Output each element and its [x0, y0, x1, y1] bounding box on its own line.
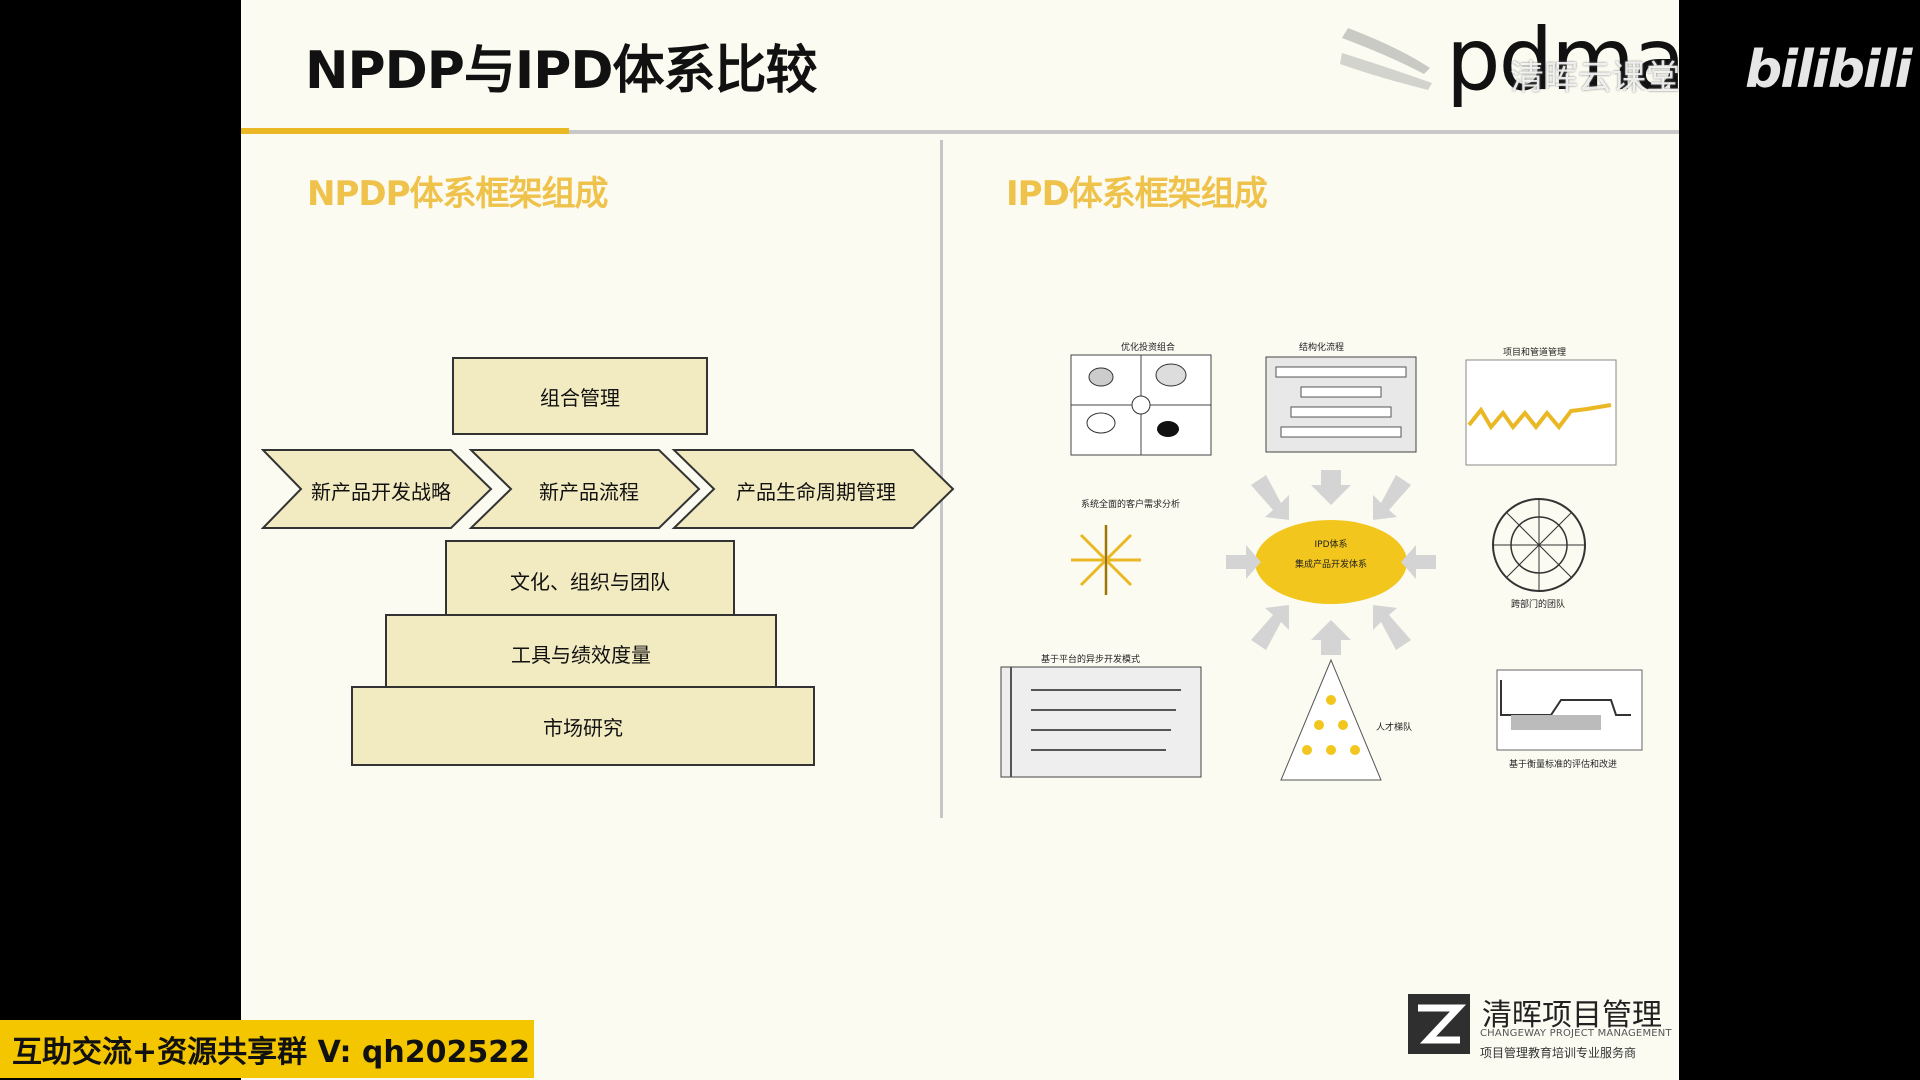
ipd-center: IPD体系 集成产品开发体系 [1226, 470, 1436, 655]
ipd-panel-talent-label: 人才梯队 [1376, 721, 1412, 733]
chevron-shape-strategy [261, 449, 493, 529]
ipd-panel-crossteam: 跨部门的团队 [1492, 498, 1586, 610]
ipd-center-sublabel: 集成产品开发体系 [1295, 558, 1367, 570]
ipd-panel-portfolio: 优化投资组合 [1070, 341, 1212, 456]
culture-team-box: 文化、组织与团队 [445, 540, 735, 620]
chevron-shape-process [468, 449, 701, 529]
ipd-center-label: IPD体系 [1314, 538, 1347, 550]
group-banner: 互助交流+资源共享群 V: qh202522 [0, 1020, 534, 1078]
ketang-watermark: 清晖云课堂 [1510, 58, 1680, 98]
ipd-panel-structured-label: 结构化流程 [1299, 341, 1344, 353]
title-rule [569, 130, 1679, 134]
bilibili-logo: bilibili [1745, 40, 1912, 100]
ipd-panel-metrics: 基于衡量标准的评估和改进 [1496, 669, 1643, 770]
slide-title: NPDP与IPD体系比较 [305, 41, 818, 101]
pdma-swoosh-icon [1340, 28, 1432, 90]
ipd-panel-platform: 基于平台的异步开发模式 [1000, 653, 1202, 778]
ipd-heading: IPD体系框架组成 [1006, 174, 1268, 214]
npdp-heading: NPDP体系框架组成 [307, 174, 609, 214]
slide-canvas: NPDP与IPD体系比较 NPDP体系框架组成 IPD体系框架组成 组合管理 新… [241, 0, 1679, 1080]
portfolio-management-box: 组合管理 [452, 357, 708, 435]
brand-tagline: 项目管理教育培训专业服务商 [1480, 1046, 1637, 1060]
ipd-diagram: 优化投资组合 结构化流程 项目和管道管理 系统全面的客户需求分析 [1000, 341, 1643, 781]
ipd-panel-customer-label: 系统全面的客户需求分析 [1081, 498, 1180, 510]
ipd-panel-portfolio-label: 优化投资组合 [1121, 341, 1175, 353]
chevron-label-strategy: 新产品开发战略 [311, 479, 451, 504]
ipd-panel-platform-label: 基于平台的异步开发模式 [1041, 653, 1140, 665]
chevron-row [261, 449, 955, 529]
chevron-shape-lifecycle [671, 449, 955, 529]
pdma-logo: pdma [1446, 10, 1686, 110]
title-rule-accent [241, 128, 569, 134]
ipd-panel-project-label: 项目和管道管理 [1503, 346, 1566, 358]
brand-name-cn: 清晖项目管理 [1482, 998, 1662, 1033]
chevron-label-process: 新产品流程 [539, 479, 639, 504]
ipd-panel-structured: 结构化流程 [1265, 341, 1417, 453]
ipd-panel-customer: 系统全面的客户需求分析 [1071, 498, 1180, 595]
ipd-panel-crossteam-label: 跨部门的团队 [1511, 598, 1565, 610]
ipd-panel-project: 项目和管道管理 [1465, 346, 1617, 466]
market-research-box: 市场研究 [351, 686, 815, 766]
chevron-label-lifecycle: 产品生命周期管理 [736, 479, 896, 504]
changeway-logo-icon [1408, 994, 1470, 1054]
tools-metrics-box: 工具与绩效度量 [385, 614, 777, 692]
brand-name-en: CHANGEWAY PROJECT MANAGEMENT [1480, 1028, 1672, 1039]
ipd-panel-talent: 人才梯队 [1280, 658, 1412, 781]
ipd-panel-metrics-label: 基于衡量标准的评估和改进 [1509, 758, 1617, 770]
